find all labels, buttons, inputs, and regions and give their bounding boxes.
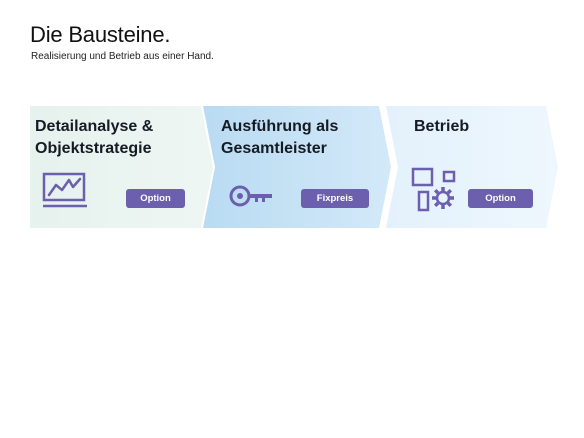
- stage-detailanalyse-label-line1: Detailanalyse &: [35, 118, 154, 135]
- stage-betrieb-label: Betrieb: [414, 116, 469, 138]
- stage-betrieb-label-line1: Betrieb: [414, 118, 470, 135]
- stage-ausfuehrung-label-line2: Gesamtleister: [221, 140, 327, 157]
- stage-detailanalyse-label: Detailanalyse & Objektstrategie: [35, 116, 153, 160]
- page-title: Die Bausteine.: [30, 22, 171, 47]
- page-subtitle: Realisierung und Betrieb aus einer Hand.: [31, 51, 214, 62]
- components-gear-icon: [411, 167, 456, 212]
- option-badge-detailanalyse: Option: [126, 189, 185, 208]
- stage-detailanalyse-label-line2: Objektstrategie: [35, 140, 152, 157]
- stage-ausfuehrung-label: Ausführung als Gesamtleister: [221, 116, 338, 160]
- fixpreis-badge: Fixpreis: [301, 189, 369, 208]
- key-icon: [229, 185, 272, 207]
- stage-ausfuehrung-label-line1: Ausführung als: [221, 118, 339, 135]
- chart-monitor-icon: [42, 172, 87, 208]
- option-badge-betrieb: Option: [468, 189, 533, 208]
